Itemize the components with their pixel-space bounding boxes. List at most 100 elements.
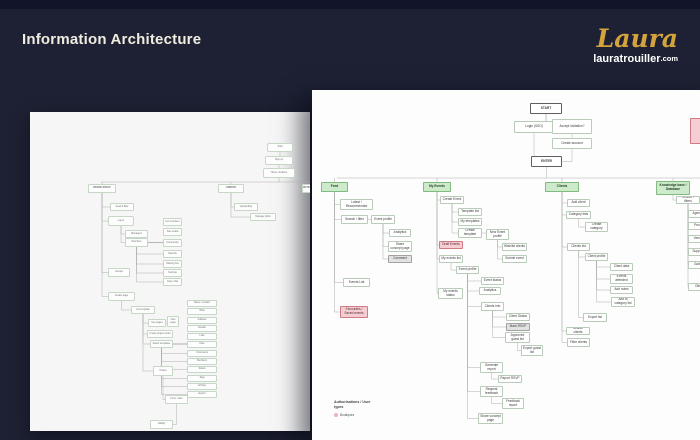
flow-node-comment: Comment	[388, 255, 412, 263]
flow-node-searchfilterL: Search filter	[110, 203, 134, 211]
flow-node-draftevents: Draft Events	[439, 241, 463, 249]
flow-node-exportlist: Export list	[583, 313, 607, 322]
flow-node-kbstub5: Gallery	[688, 261, 700, 269]
flow-node-shareconcept1: Share concept page	[388, 241, 412, 252]
flow-node-accept: Accept invitation?	[552, 119, 592, 134]
flow-node-filterclients: Filter clients	[567, 338, 590, 347]
flow-node-library: LIBRARY	[218, 184, 244, 193]
flow-node-formalter: Form / alter	[165, 395, 188, 404]
flow-node-addclient: Add client	[567, 199, 590, 207]
flow-node-selecttemplates: Select templates	[150, 340, 173, 348]
flow-node-lp3: Home / Explore	[263, 168, 295, 178]
legend-label: Boutiques	[340, 413, 355, 418]
flow-node-tc10: Tags	[187, 375, 217, 382]
flow-node-createtemplate: Create template	[458, 228, 482, 238]
flow-node-manageL: Manage rights	[250, 213, 276, 221]
flow-node-approvedguest: Approved guest list	[505, 332, 530, 343]
flow-node-kbstub4: Suppliers	[688, 248, 700, 256]
flow-node-createcategory: Create category	[585, 222, 608, 232]
flow-node-shareconcept2: Share concept page	[478, 413, 503, 424]
legend-item: Boutiques	[334, 413, 374, 418]
flow-node-eventsattended: Events attended	[610, 274, 633, 284]
flow-node-orderbox: Orders	[153, 366, 173, 376]
flow-node-myevents: My Events	[423, 182, 451, 192]
legend: Authorisations / User types Boutiques	[334, 400, 374, 418]
flow-node-latest: Latest / Recommended	[340, 199, 373, 210]
flow-node-purplebox: New page	[167, 316, 179, 327]
flow-node-groupsL: Groups	[108, 268, 130, 277]
flow-node-favourites: Favourites / Saved events	[340, 306, 368, 318]
connector-lines-right	[334, 114, 700, 419]
flow-node-rc1: List members	[163, 218, 182, 226]
flow-node-rc6: Settings	[163, 269, 182, 277]
flow-node-myeventslist: My events list	[439, 255, 463, 263]
flow-node-kbsearch: Search / filters	[676, 196, 700, 204]
flow-node-kb: Knowledge base / Database	[656, 181, 690, 195]
flow-node-kbstub3: Venues	[688, 235, 700, 243]
flow-node-feedbackreport: Feedback report	[502, 398, 524, 409]
flow-node-clientprofile: Client profile	[585, 253, 608, 261]
flow-node-templatelist: Template list	[458, 208, 482, 216]
flow-node-brandspace: BRAND SPACE	[88, 184, 116, 193]
flow-node-pinkL2: Create page	[108, 292, 135, 301]
flow-node-tc11: Archive	[187, 383, 217, 390]
flow-node-notif: NOTIFICATIONS	[302, 184, 310, 193]
flow-node-tc1: Name / contact	[187, 300, 217, 307]
flow-node-getcreate: Create project order	[147, 330, 173, 338]
flow-node-myeventsstatus: My events status	[438, 288, 463, 299]
flow-node-createevent: Create Event	[440, 196, 464, 204]
legend-dot	[334, 413, 338, 418]
flow-node-markrsvp: Mark RSVP	[506, 323, 530, 331]
flow-node-rc2: Test emails	[163, 228, 182, 236]
flow-node-searchclients: Search clients	[566, 327, 590, 335]
flow-node-addnotes: Add notes	[610, 286, 633, 294]
flow-node-lp2: Sign up	[265, 156, 293, 165]
flow-node-rc4: Reports	[163, 250, 182, 258]
flow-node-analytics2: Analytics	[479, 287, 501, 295]
flow-node-clientslist: Clients list	[567, 243, 590, 251]
flow-node-login: Login (SSO)	[514, 121, 554, 133]
flow-node-mytemplates: My templates	[458, 218, 482, 226]
top-accent-bar	[0, 0, 700, 9]
flow-node-categorylists: Category lists	[566, 211, 591, 219]
flow-node-exportguest: Export guest list	[521, 345, 543, 356]
flow-node-tc9: Status	[187, 366, 217, 373]
flow-node-tc6: Files	[187, 341, 217, 348]
logo-domain: lauratrouiller.com	[593, 53, 678, 65]
flow-node-feed: Feed	[321, 182, 348, 192]
flow-node-kbpink	[690, 118, 700, 144]
flow-node-managers: Managers	[125, 230, 148, 238]
flow-node-rc3: Community	[163, 239, 182, 247]
flow-node-eventprofile2: Event profile	[456, 266, 479, 274]
flow-node-eventstatus: Event status	[481, 277, 504, 285]
flow-node-eventprofile1: Event profile	[371, 215, 395, 224]
flow-node-clientdata: Client data	[610, 263, 633, 271]
brand-logo: Laura lauratrouiller.com	[593, 26, 678, 65]
flow-node-clientsinfo: Clients info	[481, 302, 504, 311]
flow-node-tc4: Details	[187, 325, 217, 332]
flow-node-tc12: Export	[187, 391, 217, 398]
flow-node-eventslist: Events List	[343, 278, 370, 287]
flow-node-uploadL: Upload files	[234, 203, 258, 211]
flow-node-searchfilter: Search / filter	[341, 215, 368, 224]
flow-node-clientstatus: Client Status	[506, 313, 530, 321]
flow-node-enter: ENTER	[531, 156, 562, 167]
flow-node-generatereport: Generate report	[480, 362, 503, 373]
flow-node-rc5: Sharing box	[163, 260, 182, 268]
flow-node-tc5: Lists	[187, 333, 217, 340]
legend-title: Authorisations / User types	[334, 400, 371, 409]
flow-node-kbstub1: Agencies	[688, 210, 700, 218]
flow-node-tc2: Titles	[187, 308, 217, 315]
architecture-panel-primary: Authorisations / User types Boutiques ST…	[312, 90, 700, 440]
flow-node-requestfeedback: Request feedback	[480, 386, 503, 397]
flow-node-rc7: Open chat	[163, 278, 182, 286]
flow-node-analytics1: Analytics	[389, 229, 411, 237]
flow-node-submitevent: Submit event	[502, 255, 527, 263]
flow-node-tc8: Members	[187, 358, 217, 365]
page-title: Information Architecture	[22, 31, 202, 48]
flow-node-create_acc: Create account	[552, 138, 592, 149]
flow-node-listtemplate: List template	[131, 306, 155, 314]
flow-node-kbstub6: Other	[688, 283, 700, 291]
